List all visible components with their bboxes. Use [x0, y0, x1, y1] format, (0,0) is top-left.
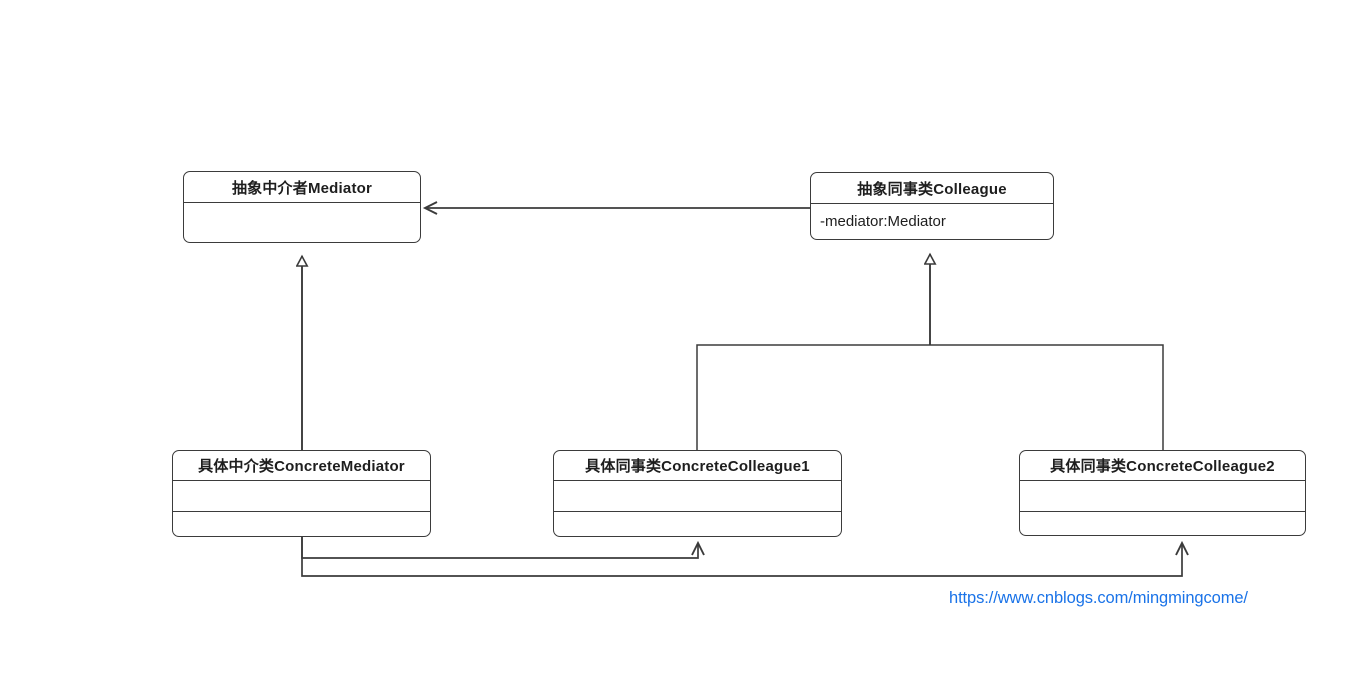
watermark-url[interactable]: https://www.cnblogs.com/mingmingcome/ [949, 589, 1248, 607]
class-name-concrete-colleague1: 具体同事类ConcreteColleague1 [554, 451, 841, 481]
class-attributes-colleague: -mediator:Mediator [820, 213, 946, 230]
class-name-concrete-mediator: 具体中介类ConcreteMediator [173, 451, 430, 481]
connector-mediator-to-colleague2 [301, 537, 1189, 577]
class-name-concrete-colleague2: 具体同事类ConcreteColleague2 [1020, 451, 1305, 481]
class-operations-concrete-colleague2 [1020, 512, 1305, 535]
class-attributes-concrete-colleague2 [1020, 481, 1305, 512]
connector-colleague-generalization-tree [696, 344, 1164, 450]
class-box-concrete-colleague2[interactable]: 具体同事类ConcreteColleague2 [1019, 450, 1306, 536]
class-attributes-concrete-mediator [173, 481, 430, 512]
class-box-colleague[interactable]: 抽象同事类Colleague -mediator:Mediator [810, 172, 1054, 240]
class-box-mediator[interactable]: 抽象中介者Mediator [183, 171, 421, 243]
class-box-concrete-colleague1[interactable]: 具体同事类ConcreteColleague1 [553, 450, 842, 537]
class-operations-concrete-colleague1 [554, 512, 841, 536]
class-box-concrete-mediator[interactable]: 具体中介类ConcreteMediator [172, 450, 431, 537]
class-operations-concrete-mediator [173, 512, 430, 536]
class-name-colleague: 抽象同事类Colleague [811, 173, 1053, 204]
connector-mediator-to-colleague1 [301, 537, 705, 559]
class-attributes-mediator [184, 203, 420, 242]
class-attributes-concrete-colleague1 [554, 481, 841, 512]
class-name-mediator: 抽象中介者Mediator [184, 172, 420, 203]
